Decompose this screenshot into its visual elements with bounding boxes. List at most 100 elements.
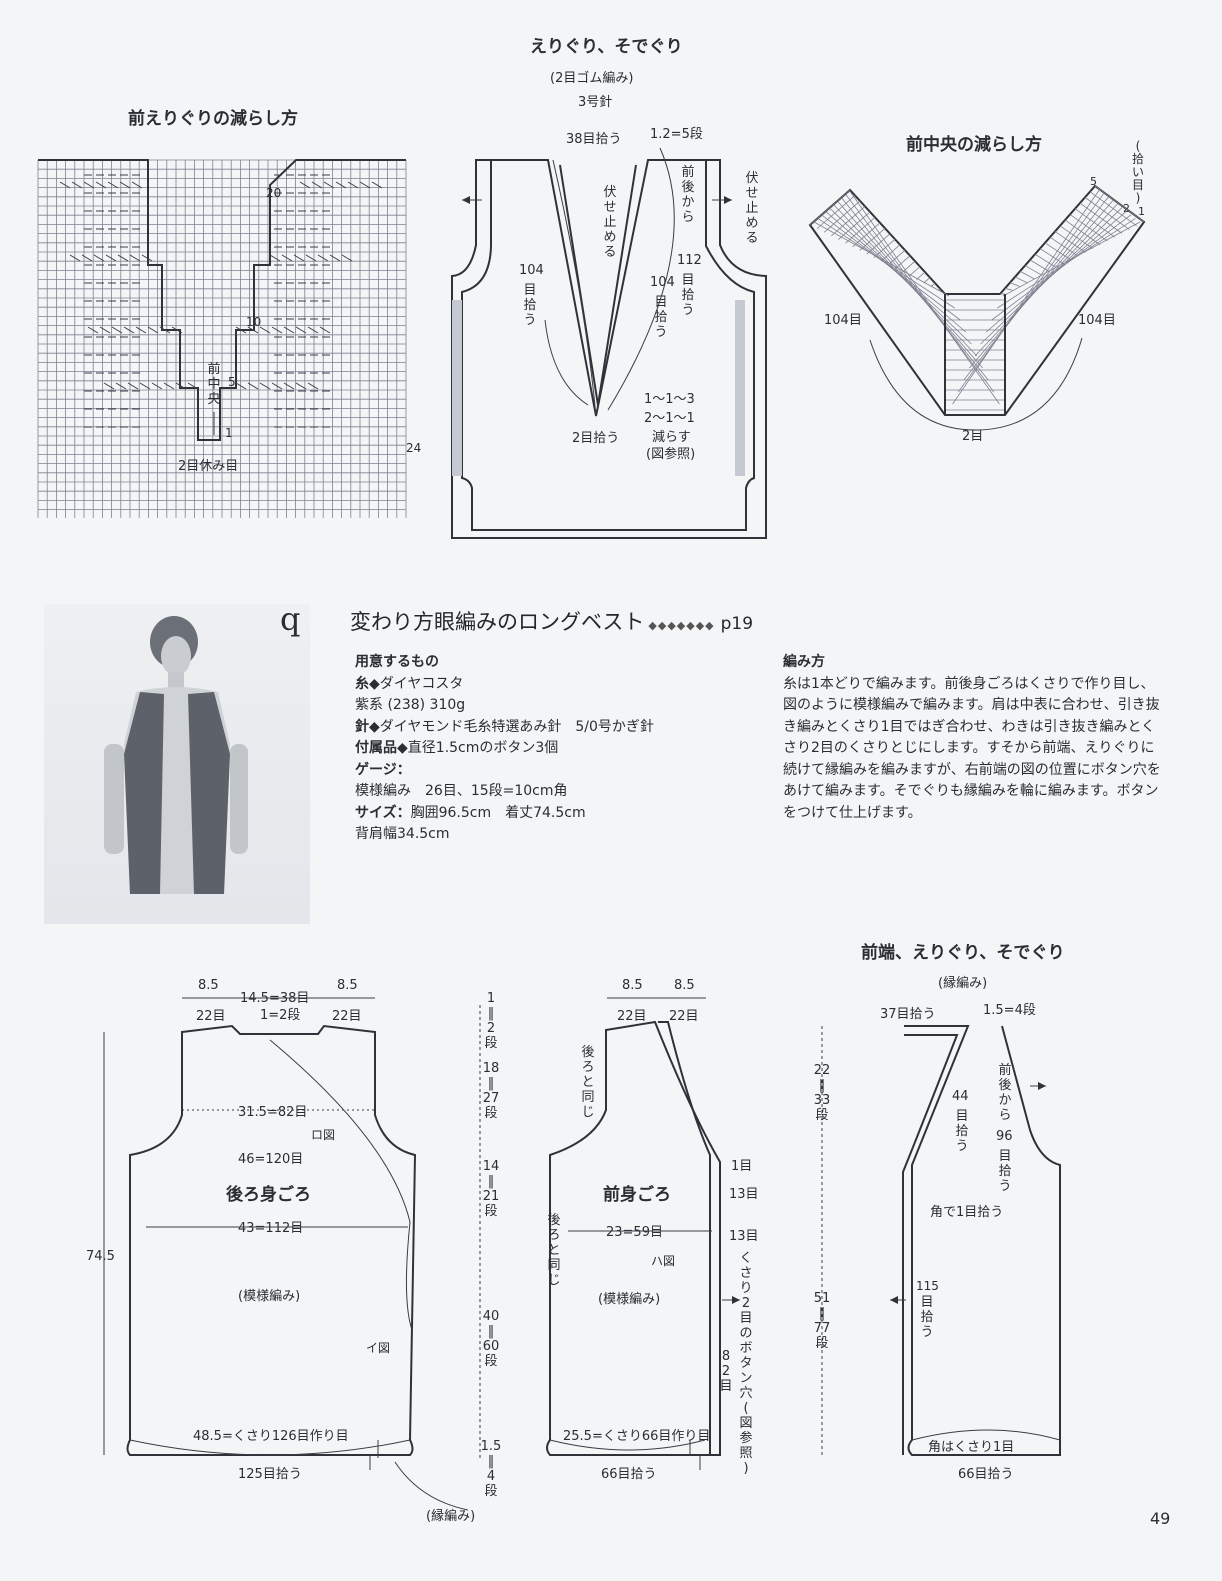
edge-pick-96: 96 — [996, 1129, 1013, 1144]
page-ref: p19 — [720, 614, 754, 634]
front-m13a: 13目 — [729, 1187, 759, 1202]
edge-subtitle: (縁編み) — [938, 975, 987, 991]
dec-ref: (図参照) — [646, 446, 695, 462]
front-same-back-1: 後ろと同じ — [581, 1045, 594, 1120]
size-2: 背肩幅34.5cm — [355, 826, 450, 842]
yarn-label: 糸 — [355, 675, 369, 692]
front-ref-ha: ハ図 — [651, 1254, 675, 1268]
scale-label: 段 — [815, 1336, 828, 1351]
scale-label: ‖ — [488, 1006, 495, 1021]
scale-label: ‖ — [488, 1174, 495, 1189]
edge-pick-66: 66目拾う — [958, 1467, 1014, 1482]
pick-label: (拾い目) — [1132, 139, 1144, 205]
sep-2: ◆ — [369, 718, 380, 735]
rows-1-2-5-label: 1.2=5段 — [650, 127, 703, 142]
back-w-46: 46=120目 — [238, 1152, 303, 1167]
back-top-85b: 8.5 — [337, 978, 358, 993]
n1: 1 — [1138, 205, 1145, 218]
scale-label: 4 — [487, 1469, 495, 1484]
front-w-255: 25.5=くさり66目作り目 — [563, 1429, 710, 1444]
edge-pick-37: 37目拾う — [880, 1007, 936, 1022]
scale-label: ‖ — [819, 1306, 826, 1321]
pick-104-inner-text: 目拾う — [654, 295, 667, 340]
pick-104-num: 104 — [519, 263, 544, 278]
edging-diagram: 前端、えりぐり、そでぐり (縁編み) 37目拾う 1.5=4段 44 目拾う 前… — [821, 942, 1170, 1528]
pick-104-text: 目拾う — [523, 283, 536, 328]
front-top-85a: 8.5 — [622, 978, 643, 993]
edge-pick-96-text: 目拾う — [998, 1149, 1011, 1194]
neck-row-20: 20 — [266, 186, 281, 200]
neck-decrease-title: 前えりぐりの減らし方 — [128, 108, 298, 129]
scale-label: 60 — [483, 1339, 500, 1354]
page-number: 49 — [1150, 1509, 1170, 1528]
front-same-back-2: 後ろと同じ — [547, 1213, 560, 1288]
scale-label: 段 — [484, 1354, 497, 1369]
back-top-22b: 22目 — [332, 1009, 362, 1024]
method-heading: 編み方 — [783, 654, 825, 670]
center-v-chart — [808, 184, 1146, 416]
gauge: 模様編み 26目、15段=10cm角 — [355, 783, 568, 799]
front-top-85b: 8.5 — [674, 978, 695, 993]
model-photo — [44, 604, 310, 924]
pick-112-num: 112 — [677, 253, 702, 268]
scale-label: 21 — [483, 1189, 500, 1204]
scale-label: 段 — [484, 1036, 497, 1051]
dec-line-2: 2〜1〜1 — [644, 411, 695, 426]
neck-center-label: 前中央 — [207, 361, 220, 407]
neck-row-5: 5 — [228, 375, 236, 389]
scale-label: ‖ — [819, 1078, 826, 1093]
bottom-2: 2目 — [962, 429, 983, 444]
front-m1: 1目 — [731, 1159, 752, 1174]
ribbing-inner-outline — [461, 160, 755, 531]
edge-rows-15: 1.5=4段 — [983, 1003, 1036, 1018]
n5: 5 — [1090, 175, 1097, 188]
dec-line-3: 減らす — [652, 429, 691, 445]
gauge-label: ゲージ： — [355, 761, 411, 778]
back-height: 74.5 — [86, 1249, 115, 1264]
pick-112-text: 目拾う — [681, 273, 694, 318]
ribbing-v-neck-inner — [559, 164, 637, 406]
scale-label: ‖ — [488, 1454, 495, 1469]
edge-pick-115-text: 目拾う — [920, 1295, 933, 1340]
leader-112 — [607, 147, 675, 411]
sep-1: ◆ — [369, 675, 380, 692]
scale-label: ‖ — [488, 1076, 495, 1091]
materials-block: 用意するもの 糸◆ダイヤコスタ 紫系 (238) 310g 針◆ダイヤモンド毛糸… — [355, 652, 755, 846]
neck-row-1: 1 — [225, 426, 233, 440]
bind-off-right: 伏せ止める — [745, 171, 758, 246]
back-body-diagram: 8.5 14.5=38目 8.5 22目 1=2段 22目 31.5=82目 ロ… — [86, 978, 475, 1524]
back-pick-125: 125目拾う — [238, 1467, 302, 1482]
back-ref-i: イ図 — [366, 1341, 390, 1355]
scale-label: 18 — [483, 1061, 500, 1076]
scale-label: 2 — [487, 1021, 495, 1036]
edge-pick-44: 44 — [952, 1089, 969, 1104]
right-104: 104目 — [1078, 313, 1116, 328]
scale-label: ‖ — [488, 1324, 495, 1339]
size-label: サイズ： — [355, 804, 411, 821]
scale-label: 段 — [484, 1484, 497, 1499]
scale-label: 1.5 — [481, 1439, 502, 1454]
scale-label: 77 — [814, 1321, 831, 1336]
center-decrease-title: 前中央の減らし方 — [906, 134, 1042, 155]
back-edge: (縁編み) — [426, 1508, 475, 1524]
scale-label: 14 — [483, 1159, 500, 1174]
edge-pick-115: 115 — [916, 1279, 939, 1293]
scale-label: 段 — [484, 1106, 497, 1121]
back-top-85a: 8.5 — [198, 978, 219, 993]
yarn: ダイヤコスタ — [379, 675, 464, 692]
sep-3: ◆ — [397, 740, 408, 756]
ribbing-side-band-right — [735, 300, 745, 476]
notion-label: 付属品 — [355, 740, 397, 756]
scale-label: 51 — [814, 1291, 831, 1306]
pattern-letter: q — [280, 600, 301, 638]
edge-front-back: 前後から — [998, 1062, 1011, 1123]
bind-off-left: 伏せ止める — [603, 185, 616, 260]
front-top-22b: 22目 — [669, 1009, 699, 1024]
notion: 直径1.5cmのボタン3個 — [407, 740, 559, 756]
neck-row-10: 10 — [246, 315, 261, 329]
pick-38-label: 38目拾う — [566, 132, 622, 147]
